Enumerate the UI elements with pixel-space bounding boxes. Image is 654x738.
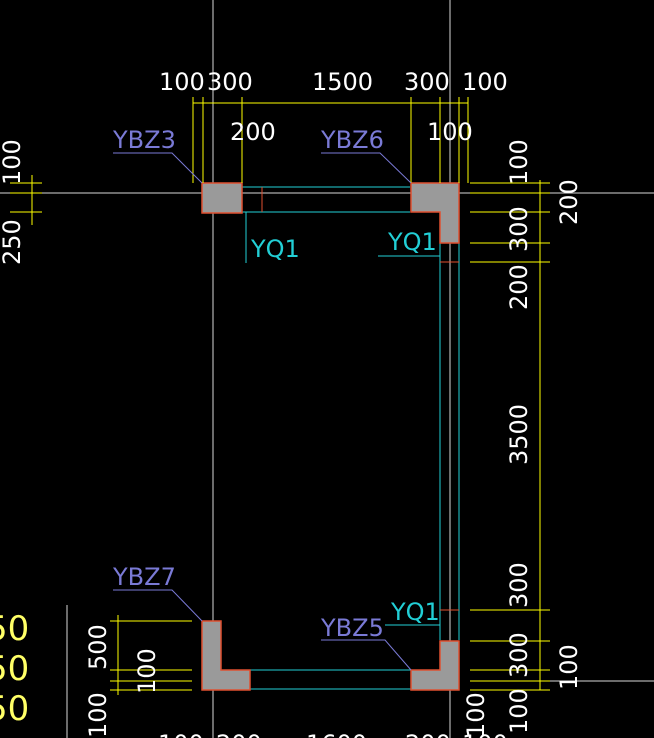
- dim-top-100-left: 100: [159, 68, 205, 96]
- dim-right-100-bottom: 100: [462, 692, 490, 738]
- dim-bottom-200-left: 200: [216, 730, 262, 738]
- dim-left-100-a: 100: [133, 648, 161, 694]
- right-dimension-lines: [470, 180, 550, 691]
- dim-top-300-right: 300: [404, 68, 450, 96]
- dim-top-1500: 1500: [312, 68, 373, 96]
- wall-break-marks: [261, 187, 459, 611]
- dim-right-300-bottom: 300: [505, 632, 533, 678]
- dim-right-100-top: 100: [505, 139, 533, 185]
- dim-right-300-top: 300: [505, 206, 533, 252]
- label-yq1-right: YQ1: [387, 228, 437, 256]
- dim-right-300-mid: 300: [505, 562, 533, 608]
- top-dimension-lines: [192, 97, 469, 183]
- left-dimension-lines: [10, 175, 192, 695]
- dim-top-300-left: 300: [207, 68, 253, 96]
- dim-farleft-50-c: 50: [0, 689, 29, 729]
- dim-farleft-50-b: 50: [0, 649, 29, 689]
- label-ybz7: YBZ7: [112, 563, 176, 591]
- dim-right-100-lower: 100: [505, 688, 533, 734]
- dim-top-200: 200: [230, 118, 276, 146]
- dim-left-100-b: 100: [84, 692, 112, 738]
- dim-bottom-1600: 1600: [306, 730, 367, 738]
- column-ybz3-shape[interactable]: [201, 182, 243, 214]
- label-ybz5: YBZ5: [320, 614, 384, 642]
- label-yq1-bottom: YQ1: [390, 598, 440, 626]
- dim-top-100-right: 100: [462, 68, 508, 96]
- dim-right-200-outer: 200: [555, 179, 583, 225]
- walls: [242, 186, 460, 690]
- dim-top-100-inner: 100: [427, 118, 473, 146]
- dim-right-3500: 3500: [505, 404, 533, 465]
- dim-left-100: 100: [0, 139, 26, 185]
- dim-farleft-50-a: 50: [0, 609, 29, 649]
- dim-bottom-100: 100: [158, 730, 204, 738]
- leader-lines: [113, 152, 440, 671]
- dim-left-500: 500: [84, 624, 112, 670]
- column-ybz7-shape[interactable]: [201, 620, 251, 691]
- label-ybz3: YBZ3: [112, 126, 176, 154]
- dim-bottom-200-right: 200: [405, 730, 451, 738]
- dim-right-100-outer: 100: [555, 644, 583, 690]
- columns: [201, 182, 460, 691]
- dim-right-200-inner: 200: [505, 264, 533, 310]
- label-ybz6: YBZ6: [320, 126, 384, 154]
- dim-left-250: 250: [0, 219, 26, 265]
- column-ybz5-shape[interactable]: [410, 640, 460, 691]
- label-yq1-top: YQ1: [250, 235, 300, 263]
- dim-bottom-100-right: 100: [462, 730, 508, 738]
